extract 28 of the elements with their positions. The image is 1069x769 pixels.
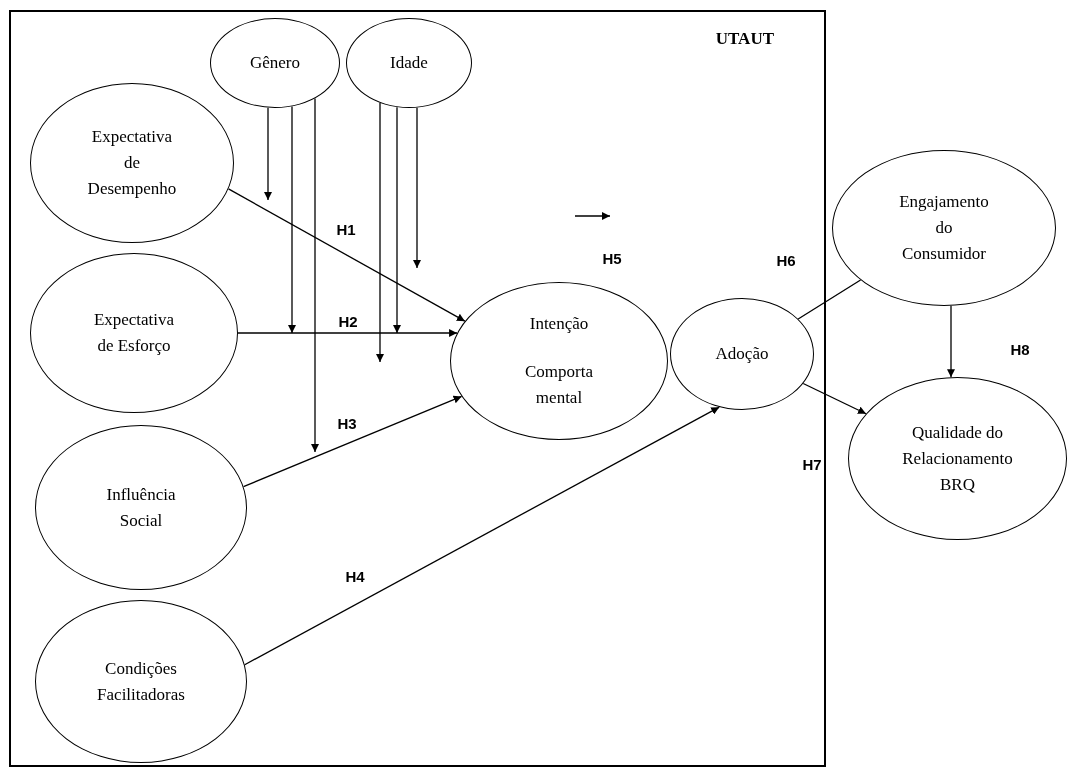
construct-label: Condições Facilitadoras xyxy=(97,657,185,706)
hypothesis-arrow xyxy=(242,395,463,488)
moderator-arrow xyxy=(376,102,384,363)
hypothesis-arrow xyxy=(947,305,955,378)
construct-label: Expectativa de Desempenho xyxy=(87,126,177,200)
moderator-arrow xyxy=(393,106,401,334)
construct-label: Gênero xyxy=(250,52,300,74)
moderator-arrow xyxy=(264,107,272,201)
construct-label: Influência Social xyxy=(106,483,176,532)
construct-label: Intenção xyxy=(529,313,589,335)
construct-label: Qualidade do Relacionamento BRQ xyxy=(902,421,1013,496)
hypothesis-arrow xyxy=(244,406,720,666)
construct-ellipse xyxy=(848,377,1067,540)
hypothesis-label: H5 xyxy=(602,250,622,266)
moderator-arrow xyxy=(311,97,319,453)
hypothesis-arrow xyxy=(227,188,466,322)
frame-title: UTAUT xyxy=(715,28,774,50)
construct-label: Expectativa de Esforço xyxy=(93,309,175,357)
moderator-arrow xyxy=(413,107,421,269)
construct-label: Idade xyxy=(390,52,428,74)
construct-label: Engajamento do Consumidor xyxy=(899,191,989,265)
construct-ellipse xyxy=(35,600,247,763)
hypothesis-arrow xyxy=(802,382,867,415)
construct-ellipse xyxy=(35,425,247,590)
construct-label: Adoção xyxy=(715,343,769,365)
hypothesis-arrow xyxy=(237,329,458,337)
construct-label: Comporta mental xyxy=(525,361,593,409)
moderator-arrow xyxy=(288,105,296,334)
